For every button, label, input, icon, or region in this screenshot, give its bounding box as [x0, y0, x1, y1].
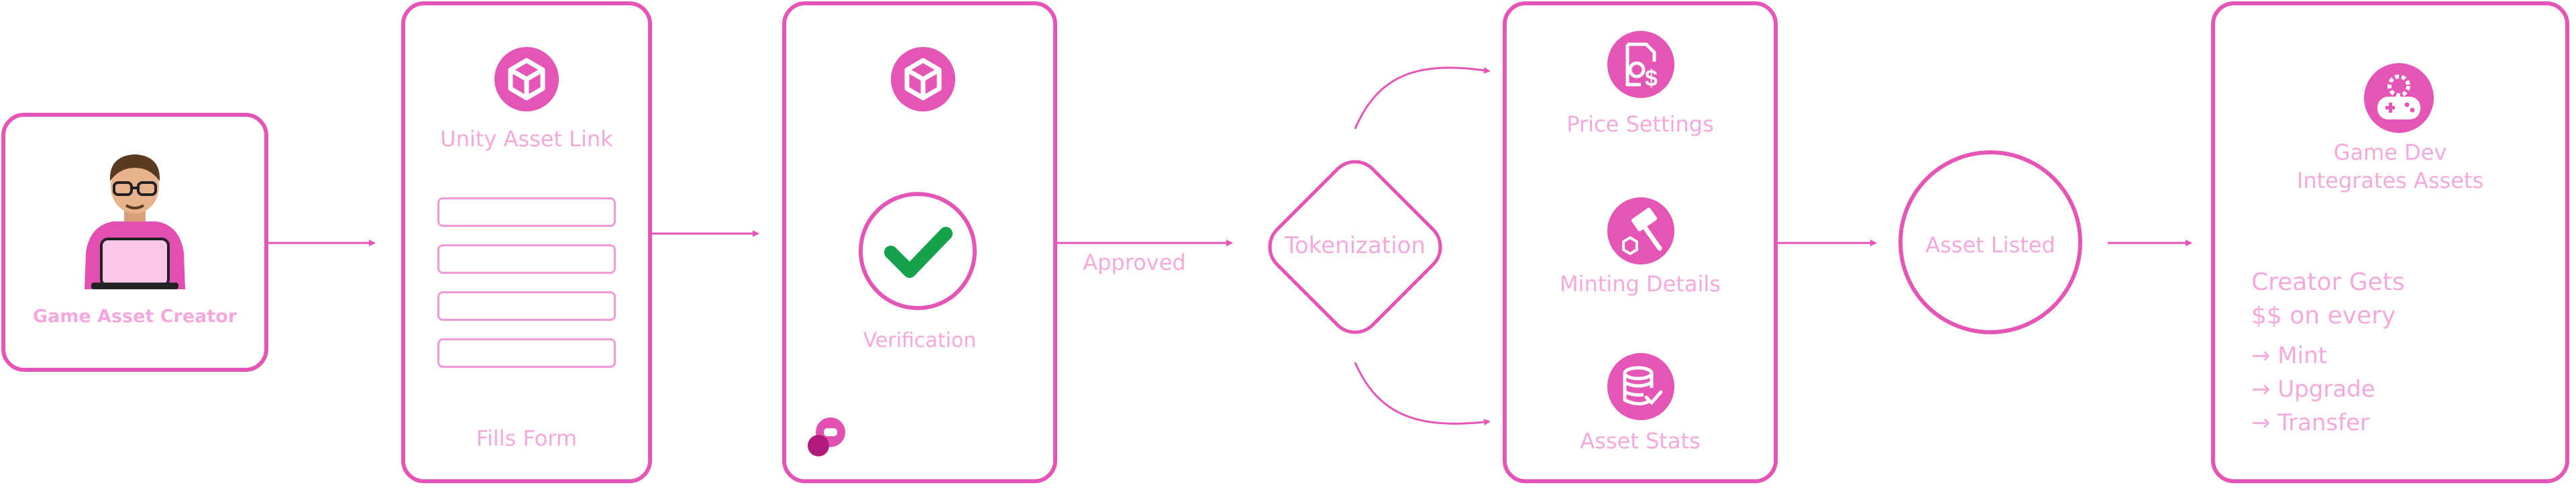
creator-label: Game Asset Creator [32, 306, 237, 327]
earning-event-mint: → Mint [2251, 342, 2327, 369]
earning-event-label: Mint [2277, 342, 2327, 369]
creator-card: Game Asset Creator [1, 113, 268, 372]
database-check-icon [1607, 353, 1674, 420]
gamepad-gear-icon [2364, 63, 2434, 133]
earning-event-label: Transfer [2277, 409, 2370, 436]
tokenization-label: Tokenization [1285, 232, 1426, 259]
verification-label: Verification [863, 329, 977, 352]
game-creator-avatar [85, 154, 185, 289]
earnings-line1: Creator Gets [2251, 268, 2405, 296]
svg-text:$: $ [1645, 66, 1658, 91]
listing-details-card: $ Price Settings Minting Details Asset S… [1503, 1, 1778, 483]
game-dev-title-line1: Game Dev [2333, 140, 2447, 165]
arrow-tokenization-to-price [1354, 66, 1491, 130]
game-dev-card: Game Dev Integrates Assets Creator Gets … [2211, 1, 2569, 483]
arrow-tokenization-to-stats [1354, 362, 1491, 426]
price-settings-label: Price Settings [1566, 111, 1714, 137]
asset-listed-label: Asset Listed [1925, 232, 2055, 258]
asset-listed-node: Asset Listed [1898, 150, 2082, 334]
check-icon [859, 192, 977, 310]
earning-event-transfer: → Transfer [2251, 409, 2369, 436]
price-settings-icon: $ [1607, 31, 1674, 98]
arrow-right-icon: → [2251, 376, 2278, 403]
form-field-1[interactable] [437, 197, 616, 227]
form-footer: Fills Form [476, 426, 578, 451]
arrow-right-icon: → [2251, 342, 2278, 369]
earning-event-upgrade: → Upgrade [2251, 376, 2375, 403]
asset-stats-label: Asset Stats [1580, 428, 1701, 454]
earning-event-label: Upgrade [2277, 376, 2375, 403]
form-field-3[interactable] [437, 291, 616, 321]
tokenization-node: Tokenization [1257, 149, 1453, 345]
form-card: Unity Asset Link Fills Form [401, 1, 652, 483]
unity-logo-icon [494, 47, 559, 111]
form-title: Unity Asset Link [440, 126, 613, 152]
minting-hammer-icon [1607, 197, 1674, 264]
approved-label: Approved [1083, 250, 1186, 275]
game-dev-title-line2: Integrates Assets [2296, 168, 2484, 193]
arrow-right-icon: → [2251, 409, 2278, 436]
unity-logo-icon [891, 47, 955, 111]
form-field-2[interactable] [437, 244, 616, 274]
earnings-line2: $$ on every [2251, 302, 2396, 330]
brand-logo-icon [808, 417, 845, 456]
minting-details-label: Minting Details [1560, 271, 1721, 297]
verification-card: Verification [782, 1, 1057, 483]
form-field-4[interactable] [437, 338, 616, 368]
